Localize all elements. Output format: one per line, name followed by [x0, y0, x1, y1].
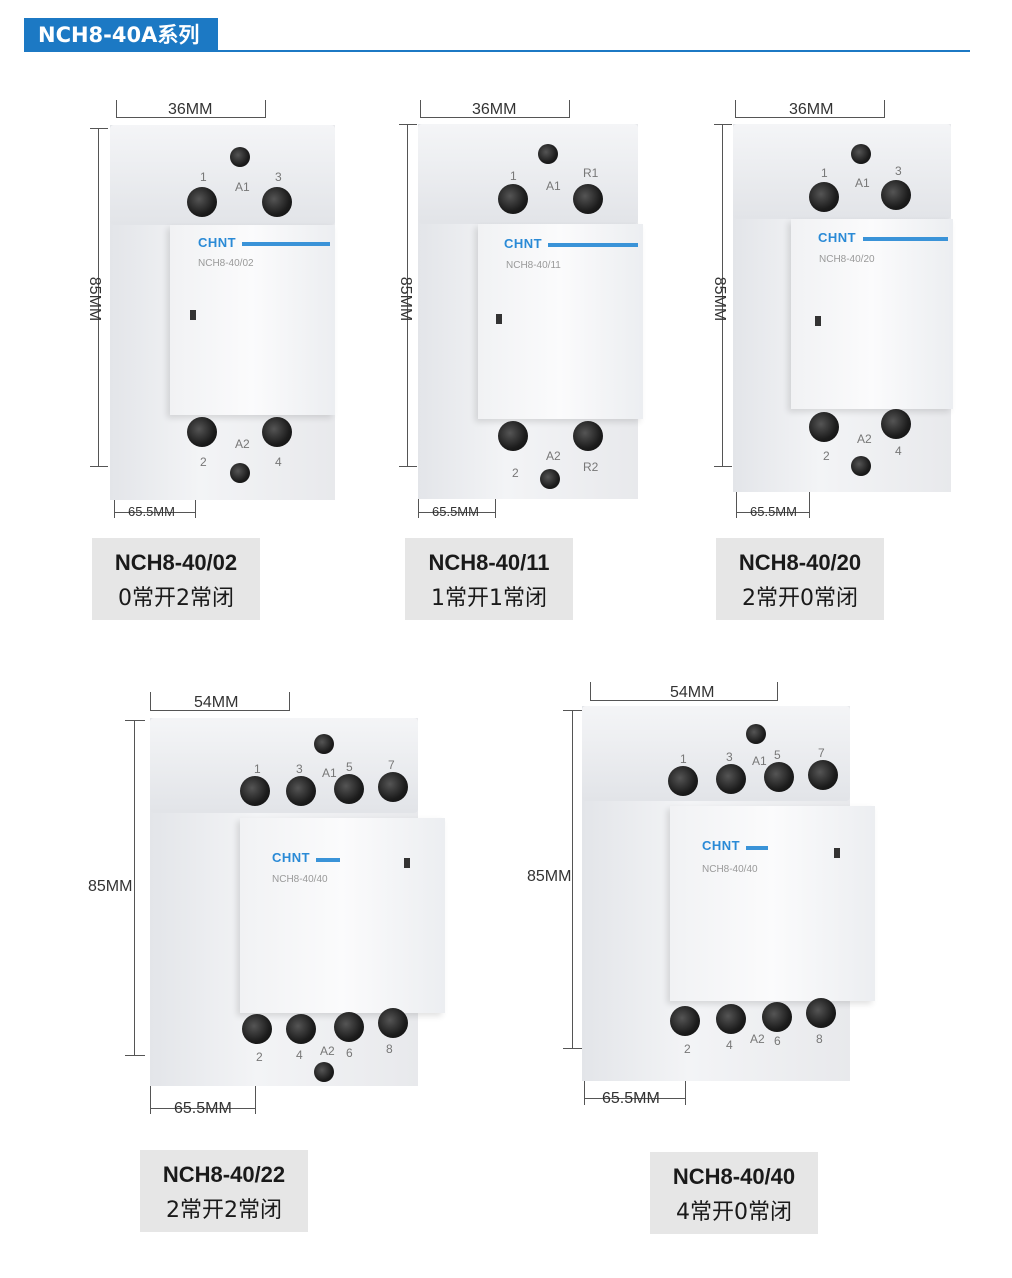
terminal-screw-icon	[187, 417, 217, 447]
terminal-screw-icon	[668, 766, 698, 796]
terminal-screw-icon	[187, 187, 217, 217]
device-model-label: NCH8-40/40	[272, 874, 328, 885]
brand-logo: CHNT	[198, 235, 237, 250]
depth-dimension: 65.5MM	[602, 1090, 660, 1107]
depth-dimension: 65.5MM	[174, 1100, 232, 1117]
coil-screw-icon	[314, 1062, 334, 1082]
series-title: NCH8-40A系列	[24, 18, 218, 52]
width-dimension: 54MM	[194, 694, 239, 711]
terminal-screw-icon	[762, 1002, 792, 1032]
product-model: NCH8-40/02	[114, 550, 238, 575]
coil-screw-icon	[540, 469, 560, 489]
terminal-screw-icon	[262, 417, 292, 447]
header-divider	[218, 50, 970, 52]
terminal-screw-icon	[809, 182, 839, 212]
terminal-screw-icon	[378, 772, 408, 802]
width-dimension: 54MM	[670, 684, 715, 701]
terminal-screw-icon	[242, 1014, 272, 1044]
terminal-screw-icon	[808, 760, 838, 790]
product-description: 0常开2常闭	[118, 586, 234, 611]
brand-logo: CHNT	[702, 838, 741, 853]
device-model-label: NCH8-40/20	[819, 254, 875, 265]
product-label: NCH8-40/11 1常开1常闭	[405, 538, 573, 620]
brand-logo: CHNT	[504, 236, 543, 251]
terminal-screw-icon	[262, 187, 292, 217]
height-dimension: 85MM	[527, 868, 572, 885]
height-dim-line	[98, 128, 99, 466]
terminal-screw-icon	[573, 421, 603, 451]
product-model: NCH8-40/40	[672, 1164, 796, 1189]
width-dimension: 36MM	[168, 101, 213, 118]
terminal-screw-icon	[806, 998, 836, 1028]
terminal-screw-icon	[716, 764, 746, 794]
width-dim-line	[116, 117, 266, 118]
height-dimension: 85MM	[711, 276, 729, 322]
terminal-screw-icon	[334, 1012, 364, 1042]
product-model: NCH8-40/22	[162, 1162, 286, 1187]
terminal-screw-icon	[809, 412, 839, 442]
depth-dimension: 65.5MM	[750, 504, 797, 519]
product-description: 2常开2常闭	[166, 1198, 282, 1223]
terminal-screw-icon	[670, 1006, 700, 1036]
product-description: 1常开1常闭	[431, 586, 547, 611]
coil-screw-icon	[746, 724, 766, 744]
terminal-screw-icon	[334, 774, 364, 804]
terminal-screw-icon	[716, 1004, 746, 1034]
product-label: NCH8-40/20 2常开0常闭	[716, 538, 884, 620]
contactor-image: 1 3 A1 5 7 CHNT NCH8-40/40 2 4 A2 6 8	[150, 718, 450, 1093]
coil-screw-icon	[538, 144, 558, 164]
terminal-screw-icon	[286, 776, 316, 806]
width-dimension: 36MM	[789, 101, 834, 118]
device-model-label: NCH8-40/40	[702, 864, 758, 875]
terminal-screw-icon	[498, 184, 528, 214]
depth-dimension: 65.5MM	[128, 504, 175, 519]
contactor-image: 1 A1 3 CHNT NCH8-40/02 2 A2 4	[110, 125, 340, 505]
device-model-label: NCH8-40/02	[198, 258, 254, 269]
brand-logo: CHNT	[818, 230, 857, 245]
device-model-label: NCH8-40/11	[506, 260, 561, 271]
terminal-screw-icon	[764, 762, 794, 792]
coil-screw-icon	[851, 144, 871, 164]
coil-screw-icon	[230, 147, 250, 167]
terminal-screw-icon	[240, 776, 270, 806]
contactor-image: 1 A1 R1 CHNT NCH8-40/11 2 A2 R2	[418, 124, 648, 504]
terminal-screw-icon	[286, 1014, 316, 1044]
coil-screw-icon	[314, 734, 334, 754]
contactor-image: 1 A1 3 CHNT NCH8-40/20 2 A2 4	[733, 124, 963, 504]
terminal-screw-icon	[881, 180, 911, 210]
depth-dimension: 65.5MM	[432, 504, 479, 519]
product-description: 2常开0常闭	[742, 586, 858, 611]
product-label: NCH8-40/40 4常开0常闭	[650, 1152, 818, 1234]
height-dimension: 85MM	[88, 878, 133, 895]
brand-logo: CHNT	[272, 850, 311, 865]
product-label: NCH8-40/22 2常开2常闭	[140, 1150, 308, 1232]
coil-screw-icon	[851, 456, 871, 476]
product-label: NCH8-40/02 0常开2常闭	[92, 538, 260, 620]
terminal-screw-icon	[498, 421, 528, 451]
contactor-image: 1 3 A1 5 7 CHNT NCH8-40/40 2 4 A2 6 8	[582, 706, 882, 1086]
terminal-screw-icon	[573, 184, 603, 214]
product-model: NCH8-40/11	[428, 550, 550, 575]
height-dimension: 85MM	[86, 276, 104, 322]
height-dimension: 85MM	[397, 276, 415, 322]
product-description: 4常开0常闭	[676, 1200, 792, 1225]
coil-screw-icon	[230, 463, 250, 483]
product-model: NCH8-40/20	[738, 550, 862, 575]
width-dimension: 36MM	[472, 101, 517, 118]
terminal-screw-icon	[881, 409, 911, 439]
terminal-screw-icon	[378, 1008, 408, 1038]
depth-dim-line	[114, 512, 196, 513]
